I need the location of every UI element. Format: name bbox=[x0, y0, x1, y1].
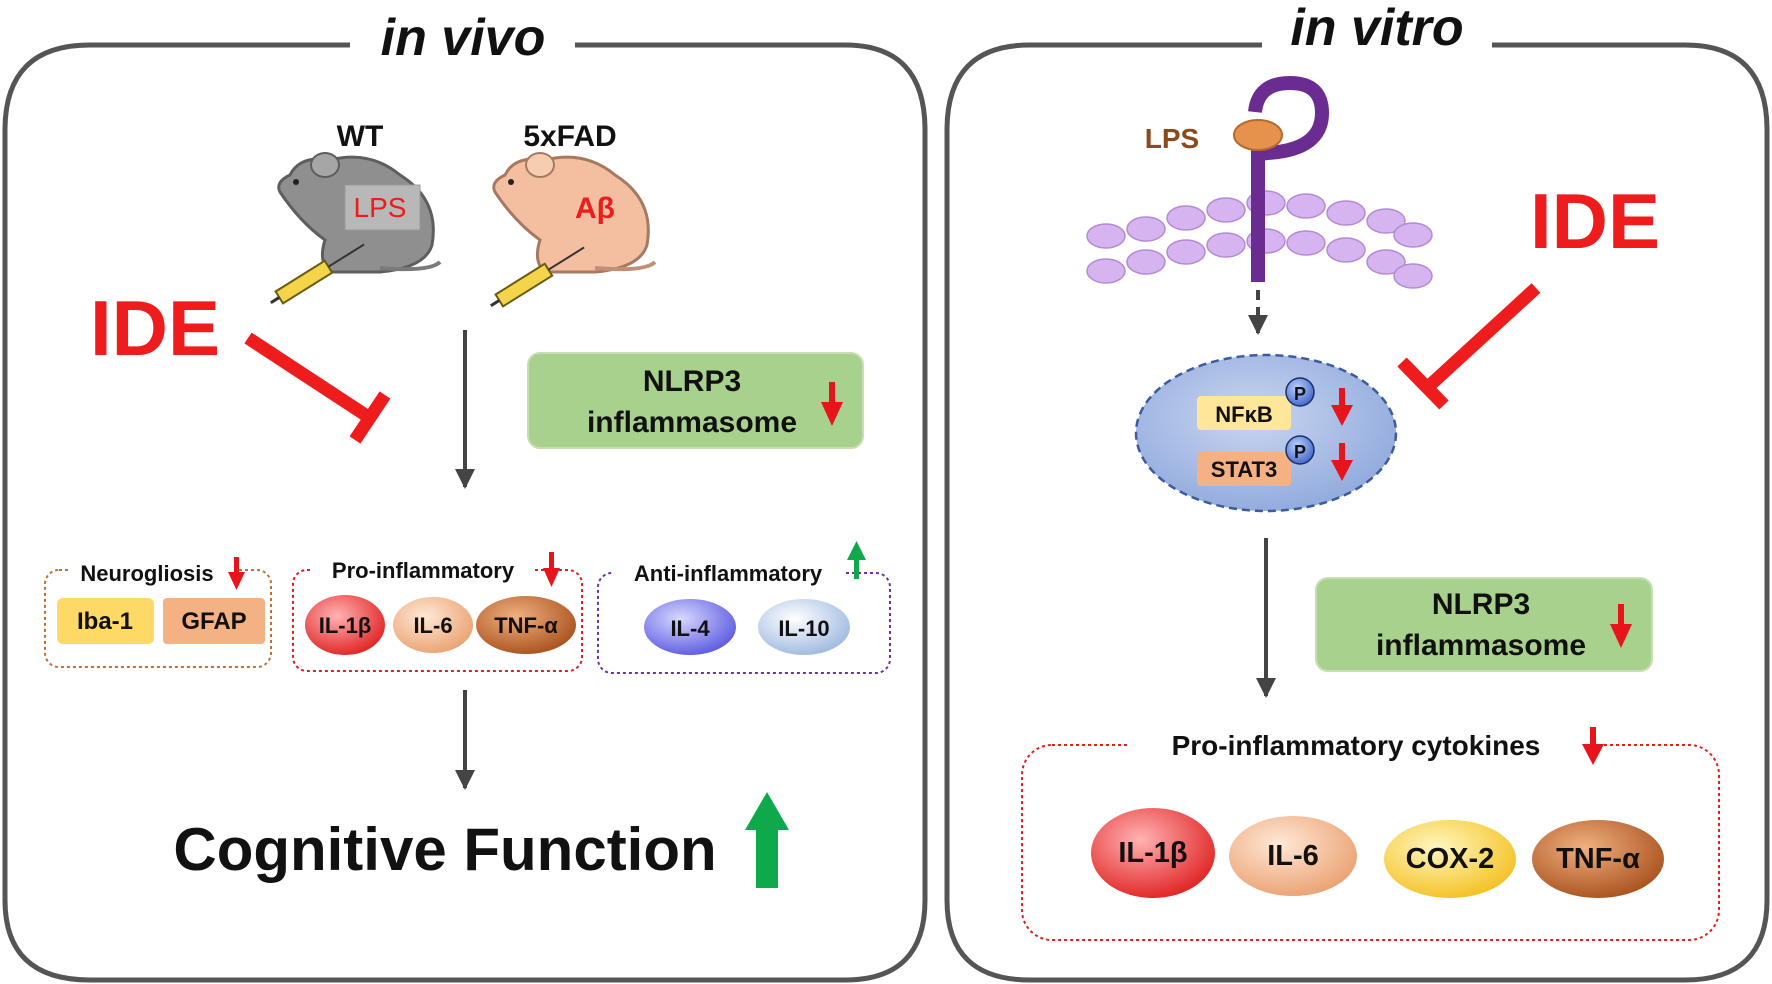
outcome-cognitive-function: Cognitive Function bbox=[173, 816, 716, 883]
cytokine-tnfa-in-vivo bbox=[476, 596, 576, 654]
ide-label-in-vivo: IDE bbox=[90, 284, 220, 372]
down-arrow-icon bbox=[543, 552, 560, 587]
marker-gfap: GFAP bbox=[181, 608, 246, 635]
cytokine-il10 bbox=[758, 599, 850, 655]
up-arrow-icon bbox=[745, 792, 789, 888]
factor-nfkb: NFκB bbox=[1215, 402, 1272, 427]
ide-label-in-vitro: IDE bbox=[1530, 177, 1660, 265]
up-arrow-icon bbox=[847, 541, 866, 579]
ide-inhibition-symbol-in-vivo bbox=[244, 332, 391, 444]
tlr4-receptor-icon bbox=[1248, 75, 1330, 282]
cytokine-il1b-in-vitro bbox=[1091, 808, 1215, 898]
5xfad-mouse-icon: Aβ bbox=[492, 152, 657, 274]
nlrp3-line1-in-vivo: NLRP3 bbox=[643, 365, 741, 398]
lps-label-in-vitro: LPS bbox=[1145, 123, 1199, 154]
down-arrow-icon bbox=[1582, 727, 1604, 765]
in-vivo-panel-border bbox=[2, 42, 928, 983]
wt-label: WT bbox=[337, 120, 384, 153]
cytokine-cox2 bbox=[1384, 820, 1516, 898]
anti-inflammatory-box: Anti-inflammatory IL-4 IL-10 bbox=[597, 541, 891, 674]
cytokine-il6-in-vitro bbox=[1229, 816, 1357, 896]
phosphorylation-icon bbox=[1285, 377, 1315, 407]
pro-inflammatory-title-in-vivo: Pro-inflammatory bbox=[332, 558, 515, 583]
5xfad-label: 5xFAD bbox=[523, 120, 616, 153]
cytokine-cox2-label: COX-2 bbox=[1406, 843, 1495, 875]
pro-inflammatory-box-in-vivo: Pro-inflammatory IL-1β IL-6 TNF-α bbox=[292, 552, 583, 672]
ide-inhibition-symbol-in-vitro bbox=[1397, 283, 1541, 410]
phospho-label-nfkb: P bbox=[1294, 384, 1306, 404]
anti-inflammatory-title: Anti-inflammatory bbox=[634, 561, 823, 586]
nlrp3-box-in-vitro: NLRP3 inflammasome bbox=[1315, 577, 1653, 672]
down-arrow-icon bbox=[1331, 443, 1353, 481]
cytokine-tnfa-in-vivo-label: TNF-α bbox=[494, 613, 558, 638]
wt-injection-label: LPS bbox=[354, 192, 407, 223]
cytokine-il1b-in-vivo bbox=[305, 595, 385, 655]
in-vitro-panel-border bbox=[944, 42, 1770, 983]
cell-membrane bbox=[1086, 190, 1433, 289]
nlrp3-line1-in-vitro: NLRP3 bbox=[1432, 588, 1530, 621]
down-arrow-icon bbox=[1331, 388, 1353, 426]
down-arrow-icon bbox=[1610, 604, 1632, 648]
neurogliosis-box: Neurogliosis Iba-1 GFAP bbox=[44, 557, 272, 668]
in-vivo-title: in vivo bbox=[381, 9, 546, 67]
nlrp3-box-in-vivo: NLRP3 inflammasome bbox=[527, 352, 864, 449]
cytokine-tnfa-in-vitro-label: TNF-α bbox=[1556, 843, 1640, 875]
cytokine-il10-label: IL-10 bbox=[778, 616, 829, 641]
cytokine-il1b-in-vivo-label: IL-1β bbox=[319, 613, 372, 638]
5xfad-injection-label: Aβ bbox=[575, 192, 615, 225]
phosphorylation-icon bbox=[1285, 435, 1315, 465]
cytokine-il6-in-vivo-label: IL-6 bbox=[413, 613, 452, 638]
nucleus: NFκB STAT3 P P bbox=[1134, 353, 1398, 513]
cytokine-il4 bbox=[644, 599, 736, 655]
marker-iba1: Iba-1 bbox=[77, 608, 133, 635]
nlrp3-line2-in-vivo: inflammasome bbox=[587, 406, 797, 439]
cytokine-il6-in-vitro-label: IL-6 bbox=[1267, 840, 1319, 872]
nlrp3-line2-in-vitro: inflammasome bbox=[1376, 629, 1586, 662]
neurogliosis-title: Neurogliosis bbox=[80, 561, 213, 586]
down-arrow-icon bbox=[821, 382, 843, 426]
wt-mouse-icon: LPS bbox=[277, 152, 442, 274]
pro-inflammatory-cytokines-title: Pro-inflammatory cytokines bbox=[1172, 730, 1541, 761]
cytokine-il6-in-vivo bbox=[393, 597, 473, 653]
lps-ligand-icon bbox=[1233, 119, 1283, 151]
down-arrow-icon bbox=[228, 557, 245, 590]
cytokine-il4-label: IL-4 bbox=[670, 616, 710, 641]
cytokine-tnfa-in-vitro bbox=[1532, 820, 1664, 898]
wt-syringe-icon bbox=[270, 243, 365, 305]
factor-stat3: STAT3 bbox=[1211, 457, 1277, 482]
in-vitro-title: in vitro bbox=[1290, 0, 1463, 57]
pro-inflammatory-cytokines-box: Pro-inflammatory cytokines IL-1β IL-6 CO… bbox=[1021, 727, 1720, 941]
cytokine-il1b-in-vitro-label: IL-1β bbox=[1118, 837, 1187, 869]
5xfad-syringe-icon bbox=[490, 246, 585, 308]
phospho-label-stat3: P bbox=[1294, 442, 1306, 462]
